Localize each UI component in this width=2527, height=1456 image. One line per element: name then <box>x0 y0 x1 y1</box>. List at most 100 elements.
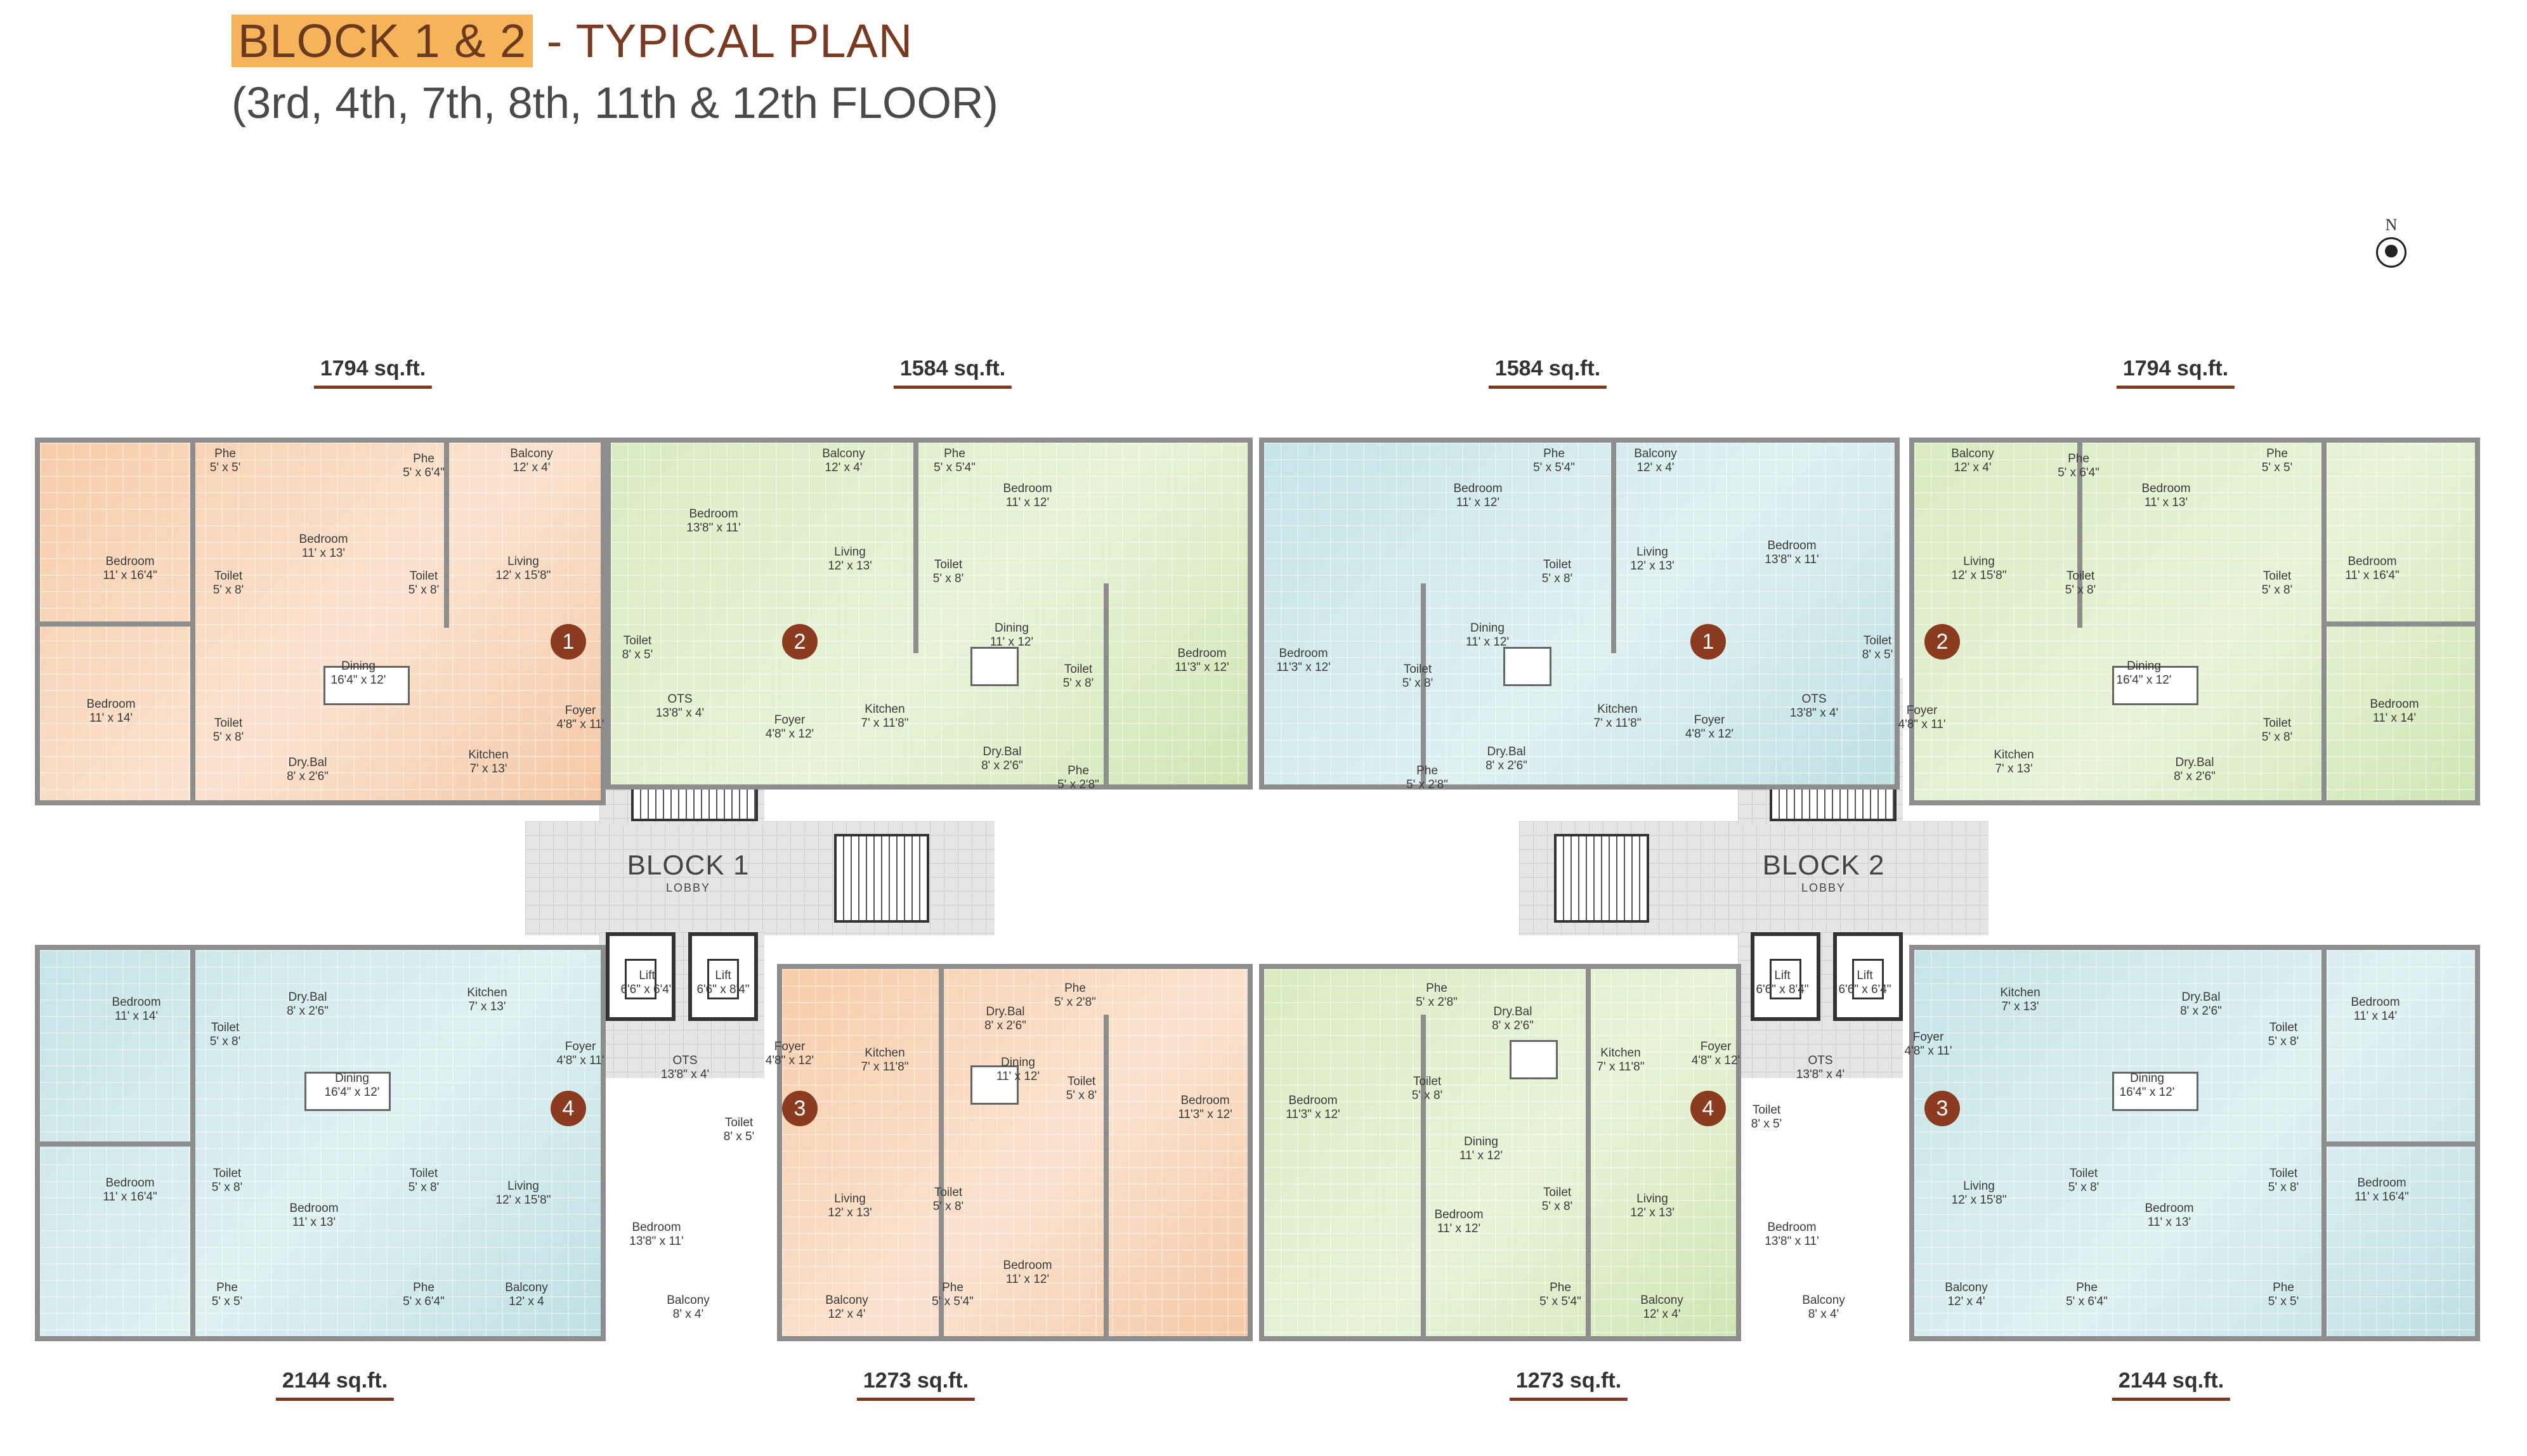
dining-table <box>2112 1072 2198 1111</box>
room-name: Phe <box>1064 982 1086 995</box>
dining-table <box>323 666 410 705</box>
room-size: 5' x 5' <box>2268 1295 2299 1308</box>
block2-lobby-text: LOBBY <box>1801 881 1846 894</box>
dining-table <box>1503 647 1551 686</box>
dining-table <box>970 1065 1019 1105</box>
room-name: OTS <box>1801 692 1827 706</box>
block1-name: BLOCK 1 <box>627 850 750 881</box>
wall <box>1421 583 1426 786</box>
room-size: 11' x 14' <box>89 712 133 725</box>
room-size: 16'4" x 12' <box>330 673 386 687</box>
room-name: Living <box>1963 1180 1995 1193</box>
room-size: 12' x 4' <box>825 461 863 474</box>
dining-table <box>2112 666 2198 705</box>
plan-subtitle: (3rd, 4th, 7th, 8th, 11th & 12th FLOOR) <box>232 78 998 127</box>
room-name: Toilet <box>214 569 243 583</box>
room-name: Bedroom <box>689 507 738 521</box>
block1-staircase-mid <box>834 834 929 923</box>
block1-lift-1 <box>606 932 676 1021</box>
room-size: 7' x 11'8" <box>1597 1060 1645 1074</box>
block2-lobby-label: BLOCK 2 LOBBY <box>1763 850 1885 895</box>
room-size: 11' x 16'4" <box>2345 569 2400 582</box>
room-name: Foyer <box>774 1040 806 1053</box>
room-size: 11' x 12' <box>1005 1273 1050 1286</box>
room-size: 5' x 8' <box>1411 1089 1443 1102</box>
room-name: Toilet <box>1543 1186 1572 1199</box>
room-name: Bedroom <box>299 533 348 546</box>
room-name: Bedroom <box>1003 1259 1052 1272</box>
room-name: Toilet <box>2069 1167 2098 1180</box>
room-size: 12' x 15'8" <box>1951 569 2007 582</box>
room-size: 5' x 5' <box>211 1295 243 1308</box>
room-size: 5' x 8' <box>2261 731 2293 744</box>
room-size: 7' x 11'8" <box>1593 717 1642 730</box>
room-name: Phe <box>2266 447 2288 460</box>
room-size: 12' x 15'8" <box>1951 1193 2007 1207</box>
room-size: 12' x 4' <box>1947 1295 1985 1308</box>
room-name: Phe <box>944 447 965 460</box>
room-size: 5' x 8' <box>1541 1200 1573 1213</box>
room-name: Foyer <box>565 704 596 717</box>
room-size: 11' x 12' <box>1005 496 1050 509</box>
room-size: 11' x 12' <box>1437 1222 1481 1235</box>
room-size: 13'8" x 4' <box>1796 1068 1845 1081</box>
north-label: N <box>2385 216 2398 234</box>
room-name: Foyer <box>1694 713 1725 727</box>
room-name: OTS <box>1808 1054 1833 1067</box>
room-size: 6'6" x 6'4" <box>620 983 674 996</box>
room-name: Lift <box>1857 969 1873 982</box>
room-size: 13'8" x 11' <box>1765 1235 1819 1248</box>
room-size: 5' x 6'4" <box>403 466 445 479</box>
room-name: Kitchen <box>865 1046 905 1060</box>
wall <box>1421 1015 1426 1341</box>
room-name: Toilet <box>1543 558 1572 571</box>
plan-title: BLOCK 1 & 2 - TYPICAL PLAN <box>232 14 913 68</box>
north-compass: N <box>2372 216 2410 268</box>
room-name: Bedroom <box>2141 482 2191 495</box>
room-size: 5' x 8' <box>2261 583 2293 597</box>
room-name: Lift <box>715 969 731 982</box>
room-name: Bedroom <box>2357 1176 2406 1190</box>
room-size: 12' x 4' <box>1954 461 1992 474</box>
room-size: 11'3" x 12' <box>1286 1108 1340 1121</box>
room-size: 5' x 2'8" <box>1406 778 1448 791</box>
room-name: Bedroom <box>2351 996 2400 1009</box>
room-name: Toilet <box>934 558 963 571</box>
unit-b2-4 <box>1259 964 1741 1341</box>
unit-number-badge: 2 <box>782 624 818 660</box>
dining-table <box>970 647 1019 686</box>
room-size: 7' x 13' <box>2001 1000 2039 1013</box>
wall <box>35 1141 193 1147</box>
room-name: Dining <box>335 1072 369 1085</box>
unit-b1-4 <box>35 945 606 1341</box>
room-name: Toilet <box>623 634 652 647</box>
room-name: Toilet <box>214 717 243 730</box>
room-size: 5' x 8' <box>211 1181 243 1194</box>
room-name: Bedroom <box>1279 647 1328 660</box>
